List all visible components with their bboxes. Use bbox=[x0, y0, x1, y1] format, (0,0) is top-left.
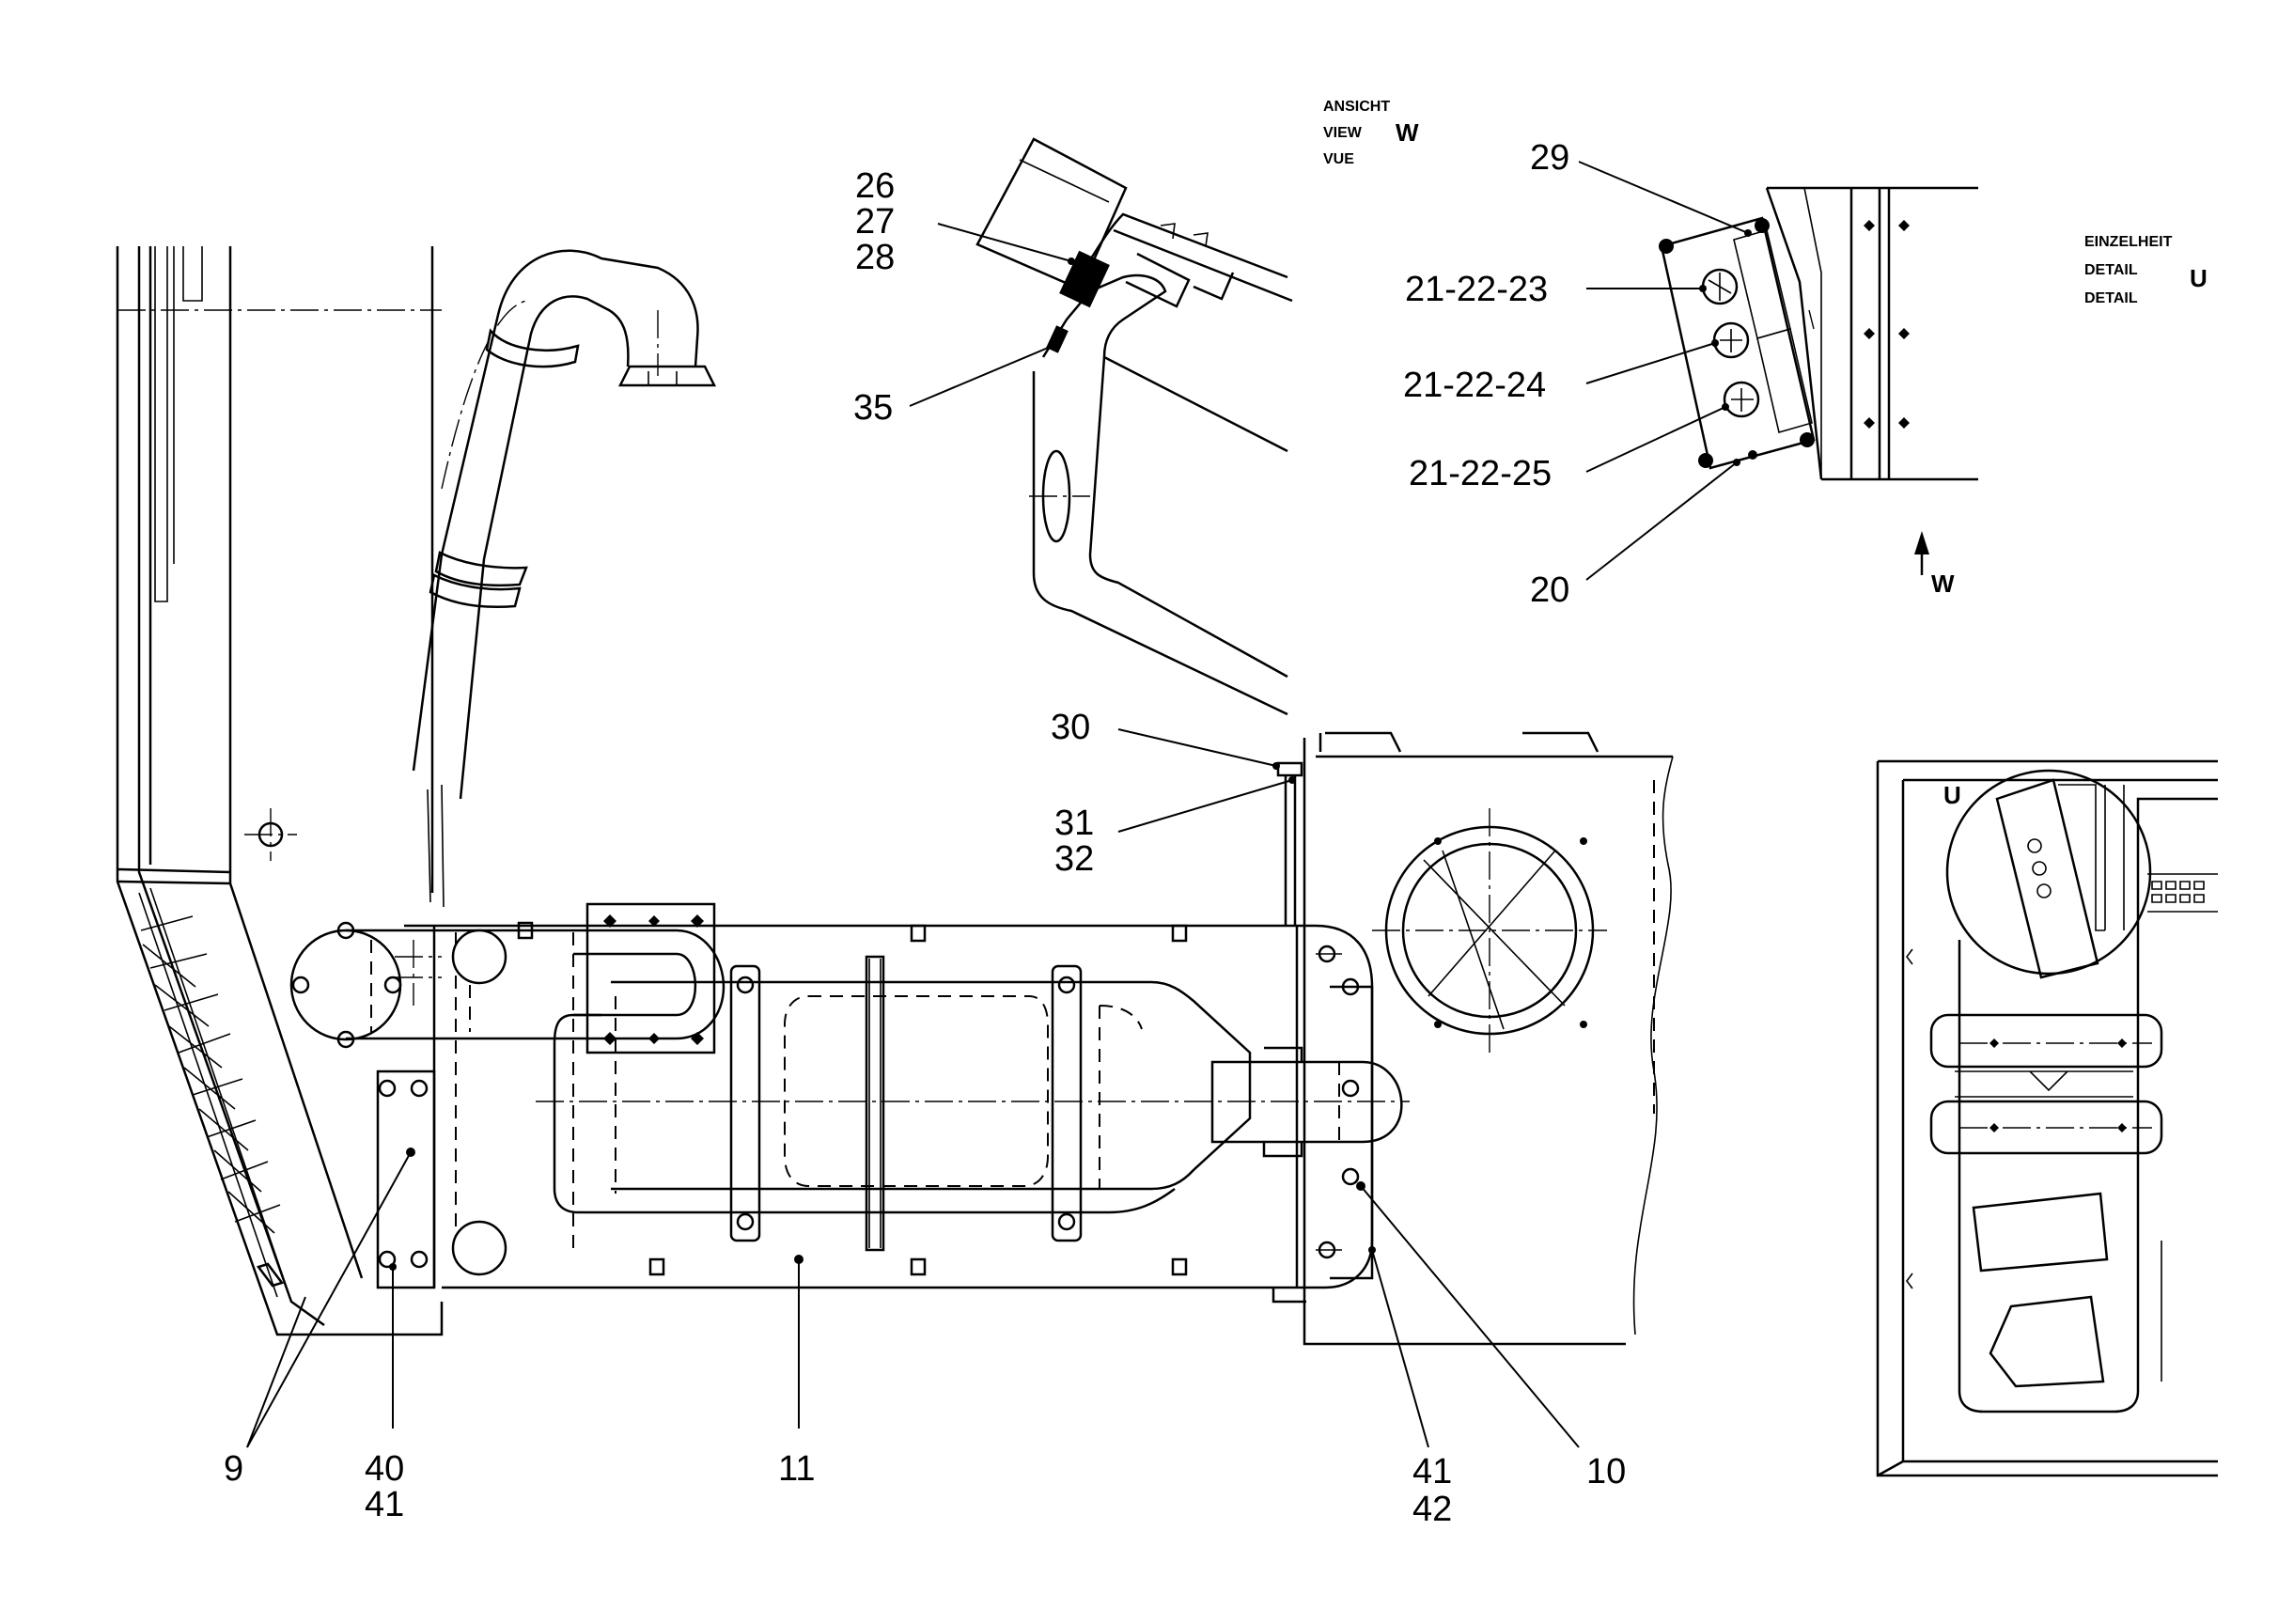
callout-41-left: 41 bbox=[365, 1485, 404, 1524]
view-w-label: ANSICHT VIEW VUE W bbox=[1323, 99, 1419, 167]
view-w-line-3: VUE bbox=[1323, 151, 1354, 167]
exhaust-pipe bbox=[412, 249, 717, 908]
callout-29: 29 bbox=[1530, 138, 1569, 178]
callout-32: 32 bbox=[1054, 839, 1094, 879]
detail-u-rivets bbox=[1864, 220, 1910, 429]
view-arrow-w: W bbox=[1914, 531, 1955, 598]
view-w-line-1: ANSICHT bbox=[1323, 99, 1390, 115]
callout-41-right: 41 bbox=[1412, 1452, 1452, 1491]
callout-21-22-25: 21-22-25 bbox=[1409, 454, 1552, 493]
callout-42: 42 bbox=[1412, 1490, 1452, 1529]
callout-20: 20 bbox=[1530, 570, 1569, 610]
leader-lines bbox=[246, 161, 1752, 1448]
view-w-line-2: VIEW bbox=[1323, 125, 1363, 141]
view-arrow-letter: W bbox=[1931, 570, 1955, 598]
inset-letter-u: U bbox=[1943, 781, 1961, 809]
detail-u-line-3: DETAIL bbox=[2084, 290, 2138, 306]
view-w-letter: W bbox=[1396, 118, 1419, 147]
callout-labels: 26 27 28 35 29 21-22-23 21-22-24 21-22-2… bbox=[224, 138, 1626, 1529]
callout-21-22-23: 21-22-23 bbox=[1405, 270, 1548, 309]
muffler-assembly bbox=[289, 731, 1674, 1346]
callout-10: 10 bbox=[1586, 1452, 1626, 1491]
view-w-detail bbox=[975, 137, 1293, 716]
detail-u-line-1: EINZELHEIT bbox=[2084, 234, 2173, 250]
callout-40: 40 bbox=[365, 1449, 404, 1489]
callout-35: 35 bbox=[853, 388, 893, 428]
detail-u-panel bbox=[1659, 186, 1978, 481]
detail-u-line-2: DETAIL bbox=[2084, 262, 2138, 278]
detail-u-letter: U bbox=[2190, 264, 2208, 292]
callout-26: 26 bbox=[855, 166, 895, 206]
callout-30: 30 bbox=[1051, 708, 1090, 747]
left-frame bbox=[116, 246, 444, 1336]
callout-28: 28 bbox=[855, 238, 895, 277]
callout-27: 27 bbox=[855, 202, 895, 242]
right-inset-overview: U bbox=[1876, 759, 2218, 1477]
callout-21-22-24: 21-22-24 bbox=[1403, 366, 1546, 405]
callout-9: 9 bbox=[224, 1449, 243, 1489]
detail-u-label: EINZELHEIT DETAIL DETAIL U bbox=[2084, 234, 2208, 306]
callout-11: 11 bbox=[778, 1449, 815, 1489]
callout-31: 31 bbox=[1054, 804, 1094, 843]
